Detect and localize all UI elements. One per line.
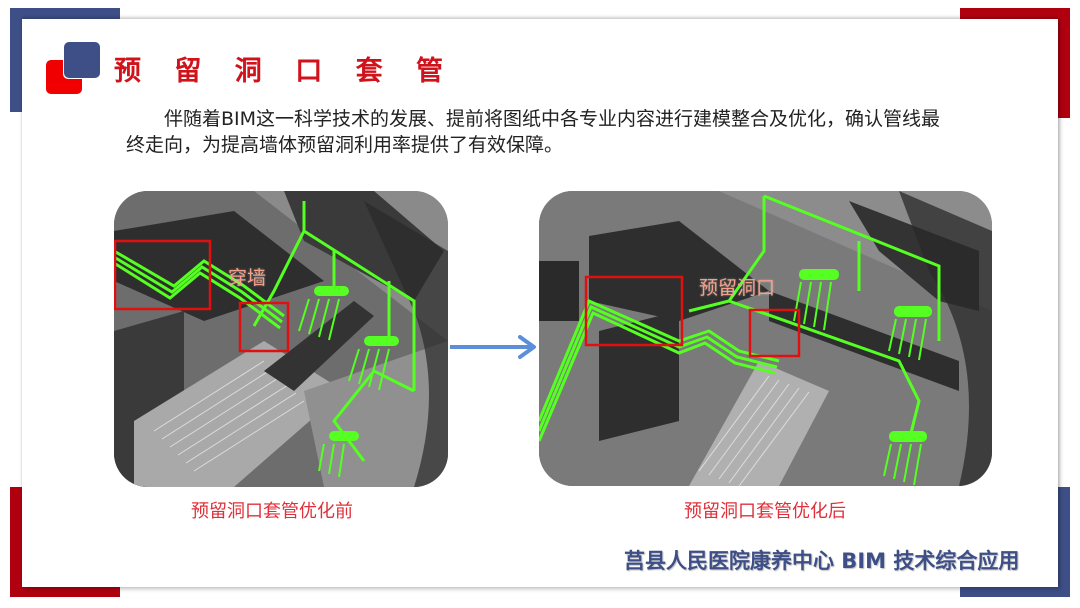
bim-render-after [539,191,992,486]
arrow-right-icon [450,335,536,359]
frame-corner-top-left [10,8,120,20]
slide-title: 预 留 洞 口 套 管 [114,56,455,87]
title-logo-icon [46,42,102,98]
frame-corner-bottom-right [1058,487,1070,597]
frame-corner-top-right [1058,8,1070,118]
bim-render-before [114,191,448,487]
caption-after: 预留洞口套管优化后 [684,501,846,522]
image-annotation-label: 穿墙 [228,267,267,289]
image-annotation-label: 预留洞口 [699,277,776,299]
frame-corner-bottom-left [10,586,120,597]
frame-corner-bottom-right [960,586,1070,597]
bim-model-before-image: 穿墙 [114,191,448,487]
frame-corner-top-right [960,8,1070,20]
logo-blue-square [64,42,100,78]
frame-corner-top-left [10,8,22,112]
footer-project-title: 莒县人民医院康养中心 BIM 技术综合应用 [624,549,1020,573]
bim-model-after-image: 预留洞口 [539,191,992,486]
caption-before: 预留洞口套管优化前 [191,501,353,522]
intro-paragraph: 伴随着BIM这一科学技术的发展、提前将图纸中各专业内容进行建模整合及优化，确认管… [126,108,941,156]
frame-corner-bottom-left [10,487,22,597]
